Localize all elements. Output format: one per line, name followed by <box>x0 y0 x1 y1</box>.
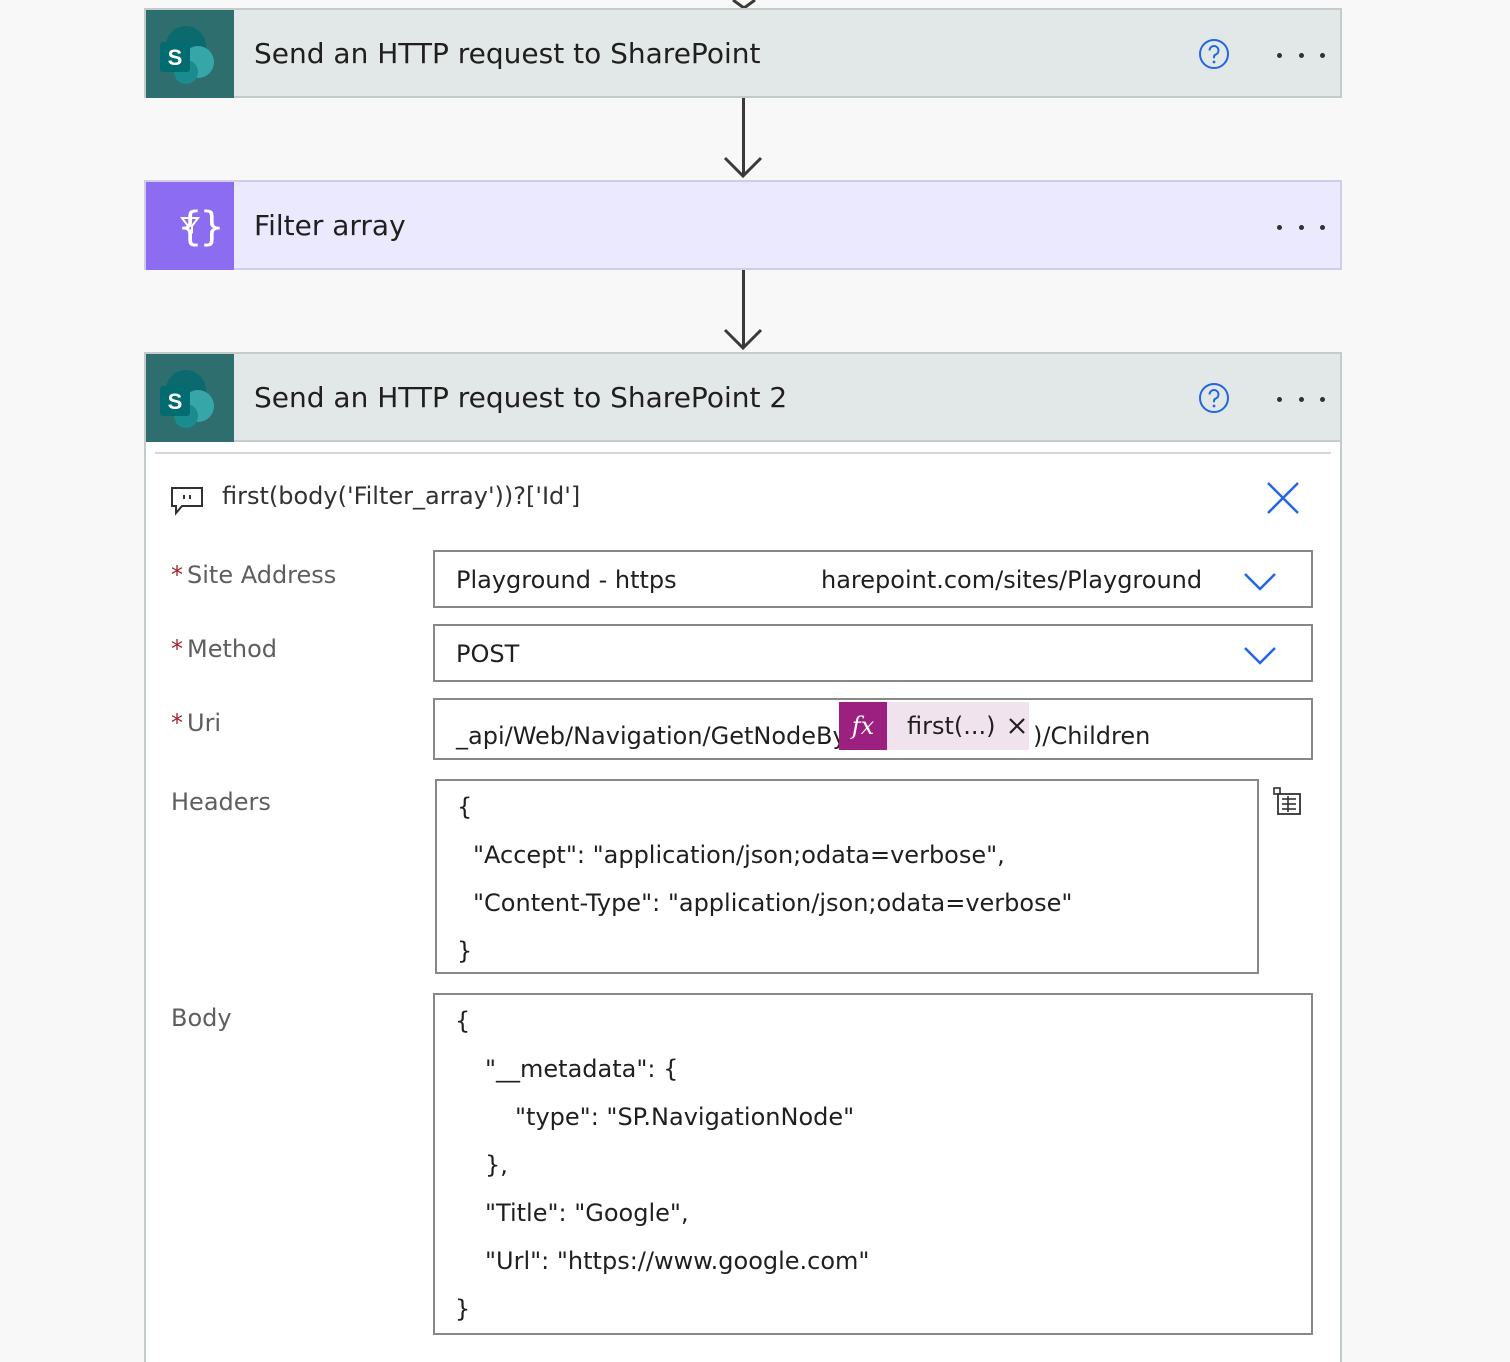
body-line: "Url": "https://www.google.com" <box>485 1247 870 1275</box>
remove-token-icon[interactable] <box>1008 717 1026 735</box>
connector-line <box>742 98 745 174</box>
step-title: Filter array <box>254 209 406 242</box>
body-line: "type": "SP.NavigationNode" <box>515 1103 855 1131</box>
step-send-http-request-sharepoint-2[interactable]: S Send an HTTP request to SharePoint 2 <box>144 352 1342 442</box>
expression-token[interactable]: first(...) <box>887 702 1029 750</box>
chevron-down-icon[interactable] <box>1243 572 1277 592</box>
step-comment[interactable]: first(body('Filter_array'))?['Id'] <box>222 482 581 510</box>
step-title: Send an HTTP request to SharePoint <box>254 37 761 70</box>
filter-array-icon: { } <box>146 182 234 270</box>
uri-suffix: )/Children <box>1033 722 1151 750</box>
headers-line: "Content-Type": "application/json;odata=… <box>473 889 1073 917</box>
step-filter-array[interactable]: { } Filter array <box>144 180 1342 270</box>
close-comment-icon[interactable] <box>1266 481 1300 515</box>
body-line: "Title": "Google", <box>485 1199 689 1227</box>
site-address-value-left: Playground - https <box>456 566 677 594</box>
svg-text:}: } <box>199 204 224 250</box>
svg-text:{: { <box>177 204 202 250</box>
switch-to-text-mode-icon[interactable] <box>1272 786 1302 816</box>
connector-line <box>742 270 745 346</box>
body-line: } <box>455 1295 471 1323</box>
headers-line: } <box>457 937 473 965</box>
sharepoint-icon: S <box>146 10 234 98</box>
more-options-button[interactable] <box>1277 45 1325 65</box>
uri-label: *Uri <box>171 709 222 737</box>
body-label: Body <box>171 1004 232 1032</box>
headers-label: Headers <box>171 788 271 816</box>
help-icon[interactable] <box>1198 382 1230 414</box>
body-line: "__metadata": { <box>485 1055 679 1083</box>
connector-arrow <box>723 156 763 178</box>
method-value: POST <box>456 640 520 668</box>
headers-editor[interactable]: { "Accept": "application/json;odata=verb… <box>435 779 1259 974</box>
connector-arrow <box>723 328 763 350</box>
headers-line: "Accept": "application/json;odata=verbos… <box>473 841 1005 869</box>
expression-fx-icon: fx <box>839 702 887 750</box>
help-icon[interactable] <box>1198 38 1230 70</box>
step-send-http-request-sharepoint[interactable]: S Send an HTTP request to SharePoint <box>144 8 1342 98</box>
svg-text:S: S <box>168 45 183 70</box>
body-line: { <box>455 1007 471 1035</box>
body-editor[interactable]: { "__metadata": { "type": "SP.Navigation… <box>433 993 1313 1335</box>
chevron-down-icon[interactable] <box>1243 646 1277 666</box>
step-title: Send an HTTP request to SharePoint 2 <box>254 381 788 414</box>
uri-input[interactable]: _api/Web/Navigation/GetNodeById( fx firs… <box>433 698 1313 760</box>
svg-text:S: S <box>168 389 183 414</box>
divider <box>155 452 1331 454</box>
site-address-label: *Site Address <box>171 561 337 589</box>
comment-icon[interactable] <box>170 486 204 516</box>
expression-token-label: first(...) <box>907 712 996 740</box>
site-address-value-right: harepoint.com/sites/Playground <box>821 566 1203 594</box>
more-options-button[interactable] <box>1277 389 1325 409</box>
more-options-button[interactable] <box>1277 217 1325 237</box>
headers-line: { <box>457 793 473 821</box>
sharepoint-icon: S <box>146 354 234 442</box>
site-address-dropdown[interactable]: Playground - https harepoint.com/sites/P… <box>433 550 1313 608</box>
body-line: }, <box>485 1151 508 1179</box>
uri-prefix: _api/Web/Navigation/GetNodeById( <box>456 722 879 750</box>
method-label: *Method <box>171 635 278 663</box>
method-dropdown[interactable]: POST <box>433 624 1313 682</box>
